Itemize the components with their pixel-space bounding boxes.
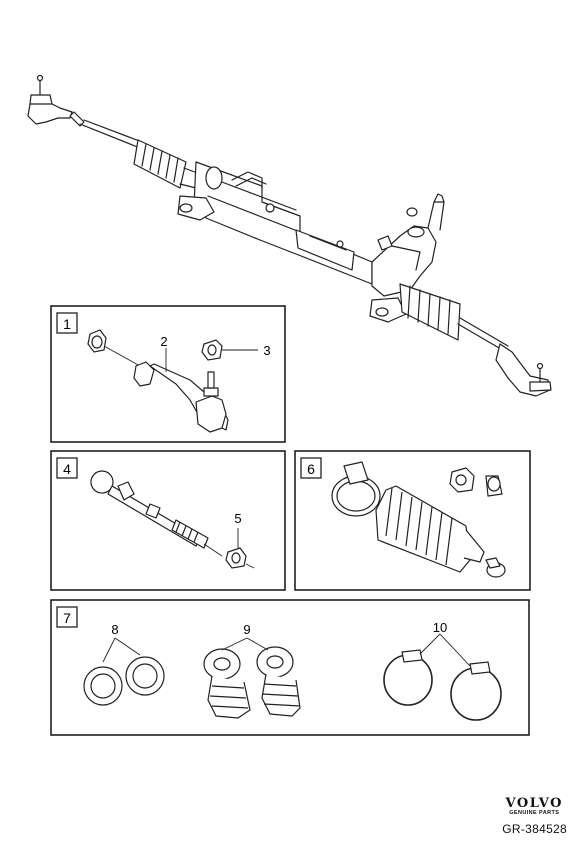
diagram-code: GR-384528 bbox=[502, 822, 567, 836]
callout-box-1: 1 2 3 bbox=[50, 305, 286, 443]
callout-box-4: 4 5 bbox=[50, 450, 286, 591]
callout-3: 3 bbox=[263, 343, 270, 358]
callout-box-6: 6 bbox=[294, 450, 531, 591]
volvo-logo: VOLVO GENUINE PARTS bbox=[506, 797, 563, 817]
callout-10: 10 bbox=[433, 620, 447, 635]
brand-logo-text: VOLVO bbox=[505, 796, 563, 811]
box-label-6: 6 bbox=[307, 461, 315, 477]
callout-9: 9 bbox=[243, 622, 250, 637]
box-label-4: 4 bbox=[63, 461, 71, 477]
box-label-1: 1 bbox=[63, 316, 71, 332]
box-label-7: 7 bbox=[63, 610, 71, 626]
callout-2: 2 bbox=[160, 334, 167, 349]
callout-box-7: 7 8 9 bbox=[50, 599, 530, 736]
brand-subtitle: GENUINE PARTS bbox=[509, 810, 560, 816]
steering-rack-illustration bbox=[27, 74, 552, 397]
callout-8: 8 bbox=[111, 622, 118, 637]
callout-5: 5 bbox=[234, 511, 241, 526]
